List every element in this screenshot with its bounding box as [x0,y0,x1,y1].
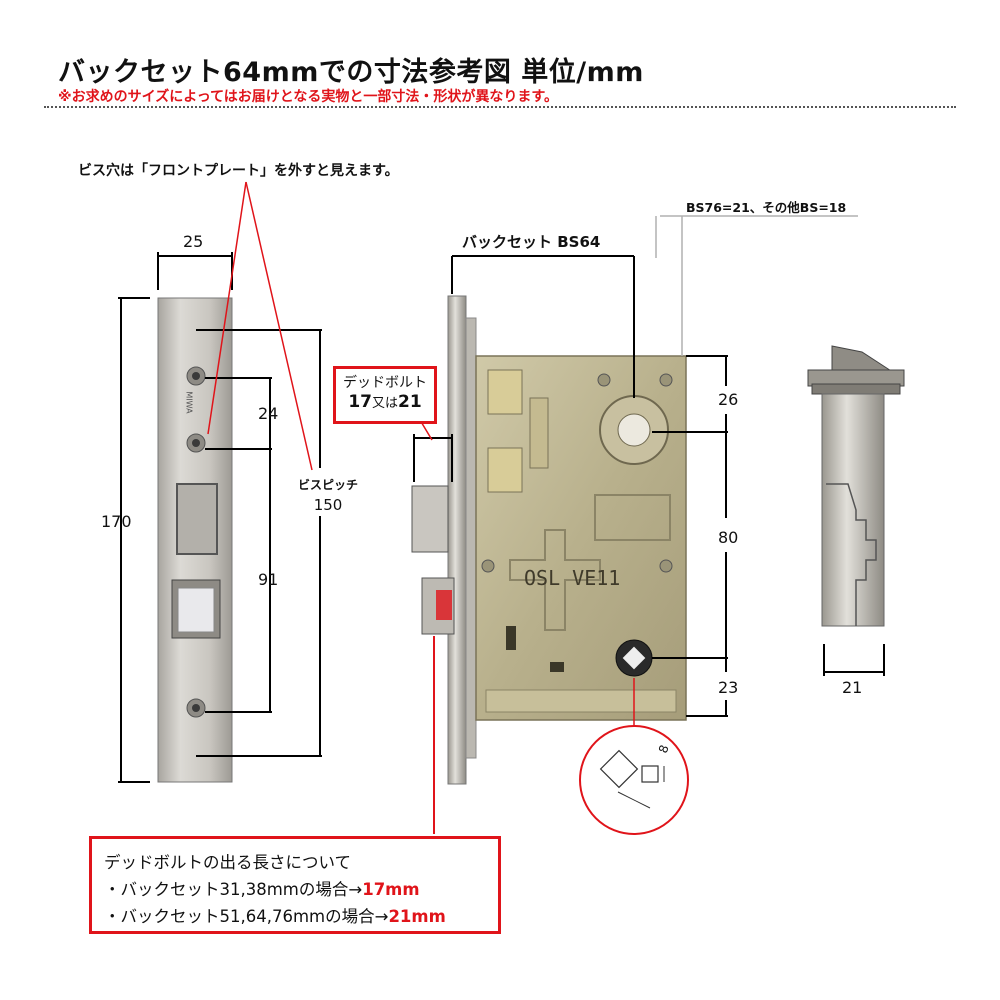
latch-bolt [177,587,215,633]
internal-lever [487,447,523,493]
dotted-divider [44,106,956,108]
plate-height-label: 170 [101,512,132,531]
bs-note: BS76=21、その他BS=18 [686,200,847,215]
screw-pitch-label: ビスピッチ 150 [298,475,358,515]
plate-width-label: 25 [183,232,204,251]
dim-middle-label: 80 [718,528,739,547]
deadbolt-value-a: 17 [348,392,372,412]
body-marking: OSL VE11 [524,566,621,590]
rivet-icon [659,373,673,387]
lock-body-view [411,215,858,835]
screw-hole-note: ビス穴は「フロントプレート」を外すと見えます。 [78,163,399,179]
cam-hole [617,413,651,447]
screw-spacing-top-label: 24 [258,404,279,423]
backset-label: バックセット BS64 [462,233,601,251]
screw-icon [186,698,206,718]
deadbolt [411,485,449,553]
rivet-icon [597,373,611,387]
brand-engraving: MIWA [184,391,194,414]
deadbolt-joiner: 又は [371,396,398,411]
screw-spacing-bottom-label: 91 [258,570,279,589]
internal-lever [487,369,523,415]
screw-icon [186,433,206,453]
screw-icon [186,366,206,386]
deadbolt-caption: デッドボルト [343,375,427,391]
note-line-2: ・バックセット51,64,76mmの場合→21mm [104,903,446,927]
page-title: バックセット64mmでの寸法参考図 単位/mm [58,57,644,88]
spindle-detail [579,725,689,835]
deadbolt-value-b: 21 [398,392,422,412]
dim-bottom-label: 23 [718,678,739,697]
plate-edge [447,295,467,785]
pitch-value: 150 [313,496,343,514]
note-line-1-text: ・バックセット31,38mmの場合→ [104,880,363,899]
rivet-icon [481,559,495,573]
rivet-icon [659,559,673,573]
disclaimer-text: ※お求めのサイズによってはお届けとなる実物と一部寸法・形状が異なります。 [58,89,558,105]
note-line-1-value: 17mm [362,880,420,899]
edge-body [821,393,885,627]
note-line-1: ・バックセット31,38mmの場合→17mm [104,876,420,900]
deadbolt-length-box: デッドボルト 17又は21 [333,366,437,424]
edge-width-label: 21 [842,678,863,697]
note-heading: デッドボルトの出る長さについて [104,853,352,872]
pitch-caption: ビスピッチ [298,478,359,492]
edge-view [807,345,905,676]
deadbolt-slot [176,483,218,555]
note-line-2-text: ・バックセット51,64,76mmの場合→ [104,907,389,926]
dim-top-label: 26 [718,390,739,409]
front-plate-view [118,181,322,783]
note-line-2-value: 21mm [388,907,446,926]
deadbolt-note-box: デッドボルトの出る長さについて ・バックセット31,38mmの場合→17mm ・… [89,836,501,934]
deadbolt-values: 17又は21 [336,392,434,412]
